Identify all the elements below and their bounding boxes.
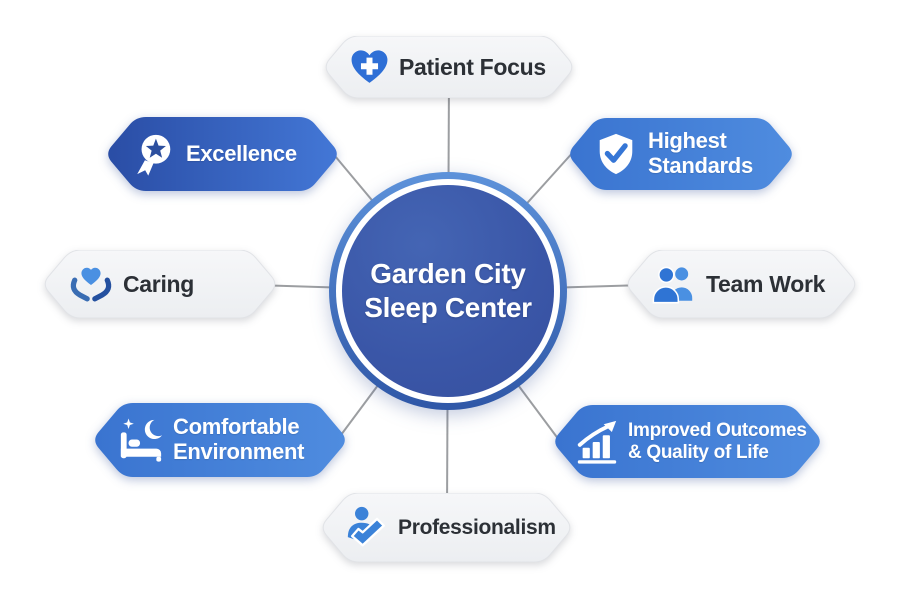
badge-shape xyxy=(108,117,337,191)
badge-label: Team Work xyxy=(706,271,826,297)
badge-label: Patient Focus xyxy=(399,54,546,80)
badge-shape xyxy=(325,36,573,98)
hub-inner-circle: Garden City Sleep Center xyxy=(342,185,554,397)
heart-cross-icon xyxy=(349,47,390,88)
center-title: Garden City Sleep Center xyxy=(364,257,532,325)
badge-caring: Caring xyxy=(42,250,278,318)
badge-team-work: Team Work xyxy=(625,250,858,318)
award-star-icon xyxy=(131,131,177,177)
person-book-icon xyxy=(344,505,390,551)
center-hub: Garden City Sleep Center xyxy=(329,172,567,410)
chart-arrow-icon xyxy=(574,419,620,465)
badge-label: Excellence xyxy=(186,140,297,166)
badge-shape xyxy=(570,118,792,190)
badge-shape xyxy=(44,250,276,318)
badge-patient-focus: Patient Focus xyxy=(323,36,575,98)
badge-improved-outcomes: Improved Outcomes& Quality of Life xyxy=(552,405,823,478)
badge-shape xyxy=(627,250,856,318)
center-title-line1: Garden City xyxy=(370,257,526,289)
badge-professionalism: Professionalism xyxy=(320,493,573,562)
badge-label: Improved Outcomes& Quality of Life xyxy=(628,420,807,463)
hands-heart-icon xyxy=(68,261,114,307)
badge-shape xyxy=(555,405,820,478)
badge-excellence: Excellence xyxy=(105,117,340,191)
badge-label: Caring xyxy=(123,271,195,297)
badge-shape xyxy=(322,493,571,562)
badge-label: Professionalism xyxy=(398,515,556,539)
bed-moon-icon xyxy=(118,417,164,463)
hub-white-ring: Garden City Sleep Center xyxy=(336,179,560,403)
users-icon xyxy=(651,261,697,307)
shield-check-icon xyxy=(593,131,639,177)
center-title-line2: Sleep Center xyxy=(364,292,532,323)
